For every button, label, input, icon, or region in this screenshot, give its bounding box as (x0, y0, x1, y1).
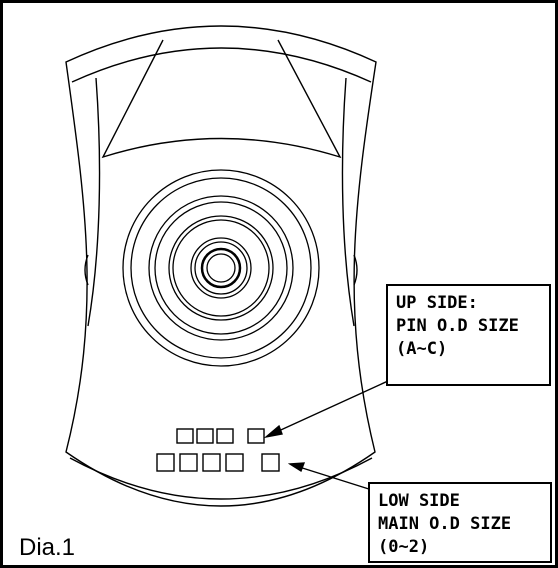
low-code-box (179, 453, 198, 472)
up-side-code-boxes (176, 428, 265, 444)
up-side-callout-line3: (A~C) (396, 339, 448, 359)
low-code-box (202, 453, 221, 472)
low-side-code-boxes (156, 453, 280, 472)
low-side-leader-line (295, 465, 373, 491)
bottom-inner-arc (69, 457, 373, 500)
low-side-callout-line2: MAIN O.D SIZE (378, 514, 512, 534)
body-outline (65, 25, 377, 507)
top-inner-arc (71, 47, 372, 83)
left-side-line (87, 77, 101, 327)
up-side-arrowhead (263, 424, 283, 439)
up-code-box (196, 428, 214, 444)
diagram-caption: Dia.1 (19, 534, 76, 561)
low-side-callout-line3: (0~2) (378, 537, 430, 557)
low-side-arrowhead (287, 462, 306, 473)
left-notch (84, 254, 89, 286)
low-side-callout-line1: LOW SIDE (378, 491, 460, 511)
low-code-box (156, 453, 175, 472)
up-code-box (216, 428, 234, 444)
top-window (101, 39, 342, 159)
low-code-box (225, 453, 244, 472)
up-code-box (176, 428, 194, 444)
up-side-callout-line2: PIN O.D SIZE (396, 316, 519, 336)
right-notch (353, 254, 358, 286)
right-side-line (341, 77, 355, 327)
concentric-rings (122, 169, 320, 367)
low-side-callout: LOW SIDE MAIN O.D SIZE (0~2) (368, 482, 552, 563)
up-side-callout-line1: UP SIDE: (396, 293, 478, 313)
low-code-box (261, 453, 280, 472)
up-side-callout: UP SIDE: PIN O.D SIZE (A~C) (386, 284, 551, 386)
up-code-box (247, 428, 265, 444)
